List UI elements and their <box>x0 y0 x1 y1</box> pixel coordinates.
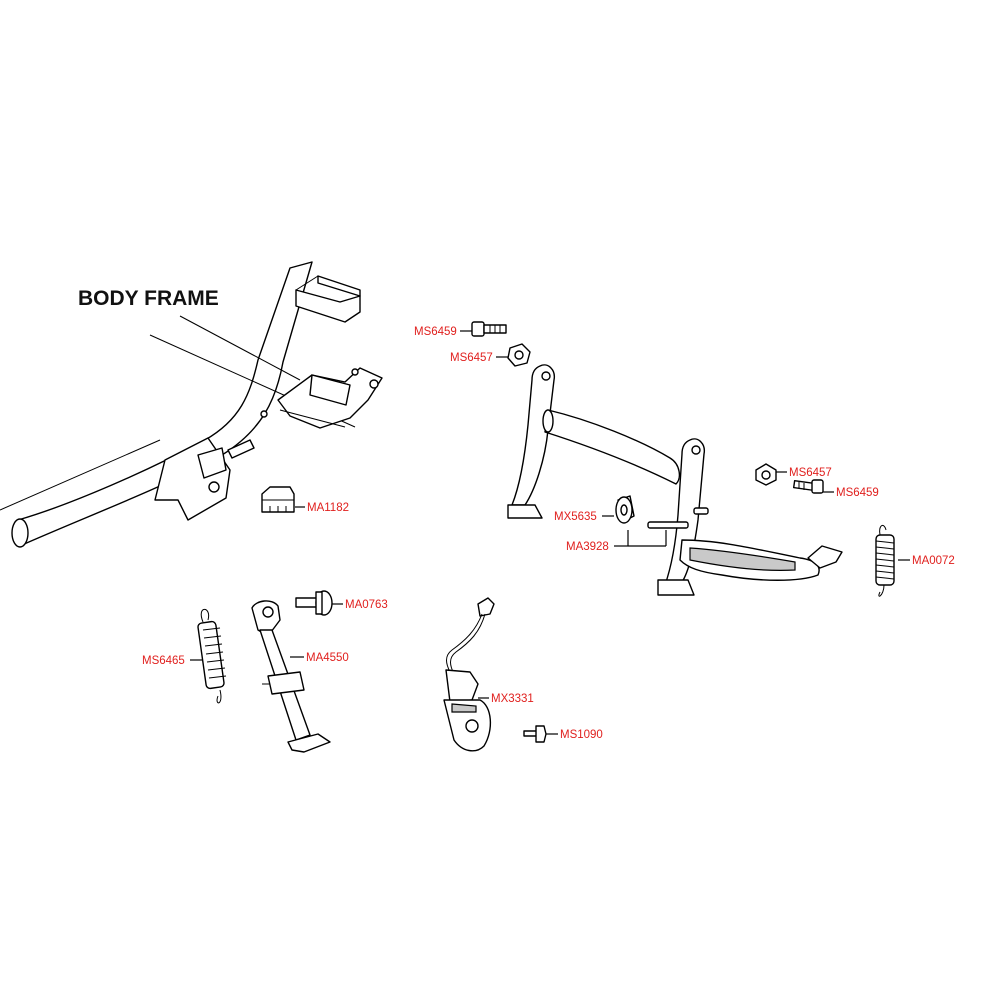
ma0763-pivot-bolt <box>295 590 333 616</box>
ma4550-side-stand <box>251 600 331 753</box>
ma0072-spring <box>875 524 895 597</box>
label-mx5635: MX5635 <box>554 511 597 523</box>
label-ma3928: MA3928 <box>566 541 609 553</box>
ms6459-bolt-right <box>792 479 824 494</box>
label-ms6459-top: MS6459 <box>414 326 457 338</box>
mx3331-stand-switch <box>443 597 495 752</box>
ma3928-main-stand <box>507 364 843 596</box>
ms6465-spring <box>197 608 227 704</box>
ms6459-bolt-top <box>471 321 507 337</box>
body-frame <box>0 261 383 548</box>
ms6457-nut-top <box>507 343 531 367</box>
label-ms1090: MS1090 <box>560 729 603 741</box>
label-ma0763: MA0763 <box>345 599 388 611</box>
ms1090-screw <box>523 725 547 743</box>
diagram-title: BODY FRAME <box>78 287 219 310</box>
label-ms6457-right: MS6457 <box>789 467 832 479</box>
label-mx3331: MX3331 <box>491 693 534 705</box>
label-ms6457-top: MS6457 <box>450 352 493 364</box>
label-ma0072: MA0072 <box>912 555 955 567</box>
mx5635-bushing <box>615 495 635 524</box>
ma1182-rubber-stop <box>261 486 295 513</box>
label-ma4550: MA4550 <box>306 652 349 664</box>
ms6457-nut-right <box>755 463 777 486</box>
label-ms6459-right: MS6459 <box>836 487 879 499</box>
label-ms6465: MS6465 <box>142 655 185 667</box>
label-ma1182: MA1182 <box>307 502 349 514</box>
